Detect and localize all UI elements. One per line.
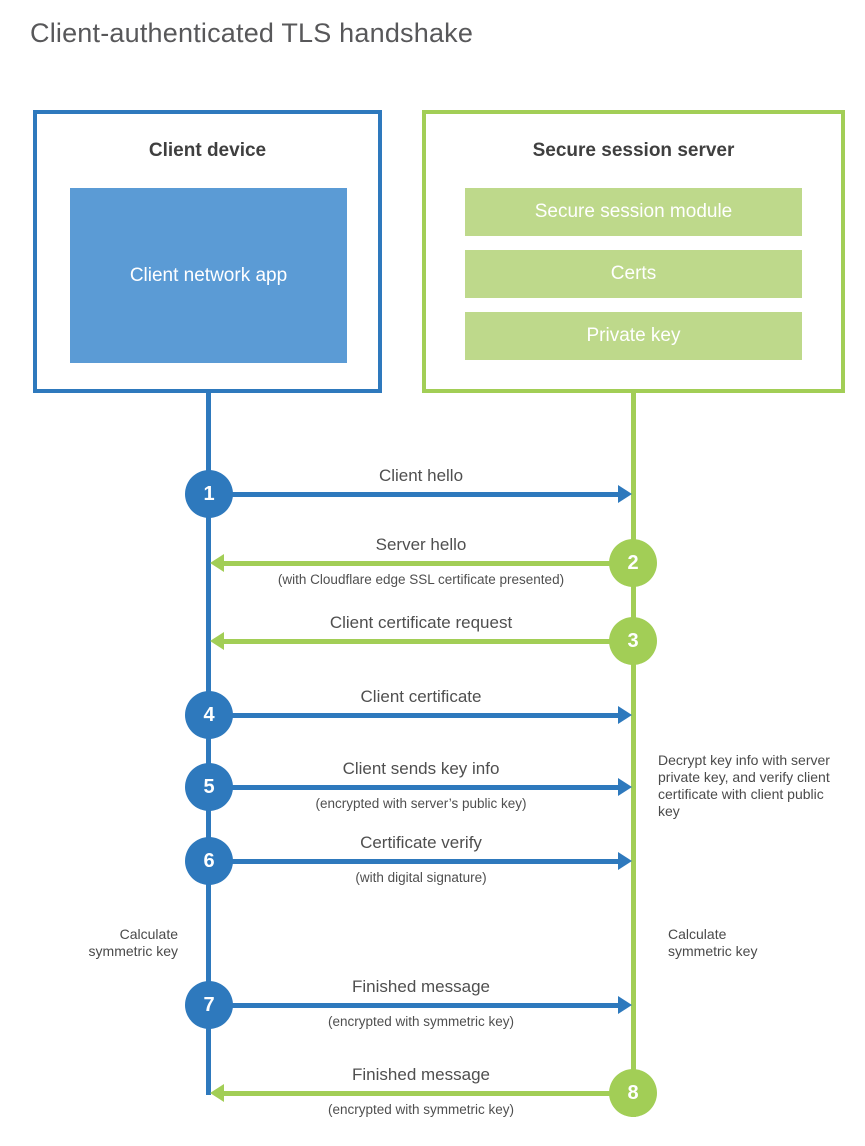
step-4-circle: 4 <box>185 691 233 739</box>
arrowhead-right-icon <box>618 996 632 1014</box>
server-module-certs: Certs <box>465 250 802 298</box>
secure-session-server-title: Secure session server <box>532 140 735 161</box>
step-5-label: Client sends key info <box>342 759 500 778</box>
step-3-label: Client certificate request <box>329 613 513 632</box>
step-7-sublabel: (encrypted with symmetric key) <box>327 1014 515 1029</box>
step-6-sublabel: (with digital signature) <box>355 870 487 885</box>
arrow-step-1 <box>209 492 618 497</box>
client-device-title: Client device <box>148 140 267 161</box>
arrowhead-left-icon <box>210 632 224 650</box>
server-module-private-key: Private key <box>465 312 802 360</box>
step-3-circle: 3 <box>609 617 657 665</box>
step-8-sublabel: (encrypted with symmetric key) <box>327 1102 515 1117</box>
step-1-label: Client hello <box>378 466 464 485</box>
step-6-circle: 6 <box>185 837 233 885</box>
step-8-label: Finished message <box>352 1065 490 1084</box>
step-1-circle: 1 <box>185 470 233 518</box>
client-network-app-label: Client network app <box>129 264 288 286</box>
step-4-label: Client certificate <box>360 687 482 706</box>
note-calculate-symmetric-key-client: Calculate symmetric key <box>88 926 178 959</box>
arrowhead-right-icon <box>618 485 632 503</box>
client-lifeline <box>206 391 211 1095</box>
step-5-sublabel: (encrypted with server’s public key) <box>315 796 527 811</box>
step-2-circle: 2 <box>609 539 657 587</box>
server-lifeline <box>631 391 636 1117</box>
arrowhead-right-icon <box>618 852 632 870</box>
arrow-step-4 <box>209 713 618 718</box>
note-decrypt-key-info: Decrypt key info with server private key… <box>658 752 830 819</box>
step-7-label: Finished message <box>352 977 490 996</box>
note-calculate-symmetric-key-server: Calculate symmetric key <box>668 926 758 959</box>
arrowhead-left-icon <box>210 554 224 572</box>
server-module-secure-session: Secure session module <box>465 188 802 236</box>
step-5-circle: 5 <box>185 763 233 811</box>
step-2-sublabel: (with Cloudflare edge SSL certificate pr… <box>277 572 565 587</box>
step-6-label: Certificate verify <box>360 833 482 852</box>
step-7-circle: 7 <box>185 981 233 1029</box>
step-8-circle: 8 <box>609 1069 657 1117</box>
arrow-step-8 <box>224 1091 633 1096</box>
arrow-step-2 <box>224 561 633 566</box>
arrowhead-right-icon <box>618 778 632 796</box>
arrow-step-3 <box>224 639 633 644</box>
arrow-step-5 <box>209 785 618 790</box>
client-network-app-box: Client network app <box>70 188 347 363</box>
arrowhead-right-icon <box>618 706 632 724</box>
arrowhead-left-icon <box>210 1084 224 1102</box>
page-title: Client-authenticated TLS handshake <box>30 18 474 48</box>
arrow-step-7 <box>209 1003 618 1008</box>
step-2-label: Server hello <box>375 535 467 554</box>
arrow-step-6 <box>209 859 618 864</box>
